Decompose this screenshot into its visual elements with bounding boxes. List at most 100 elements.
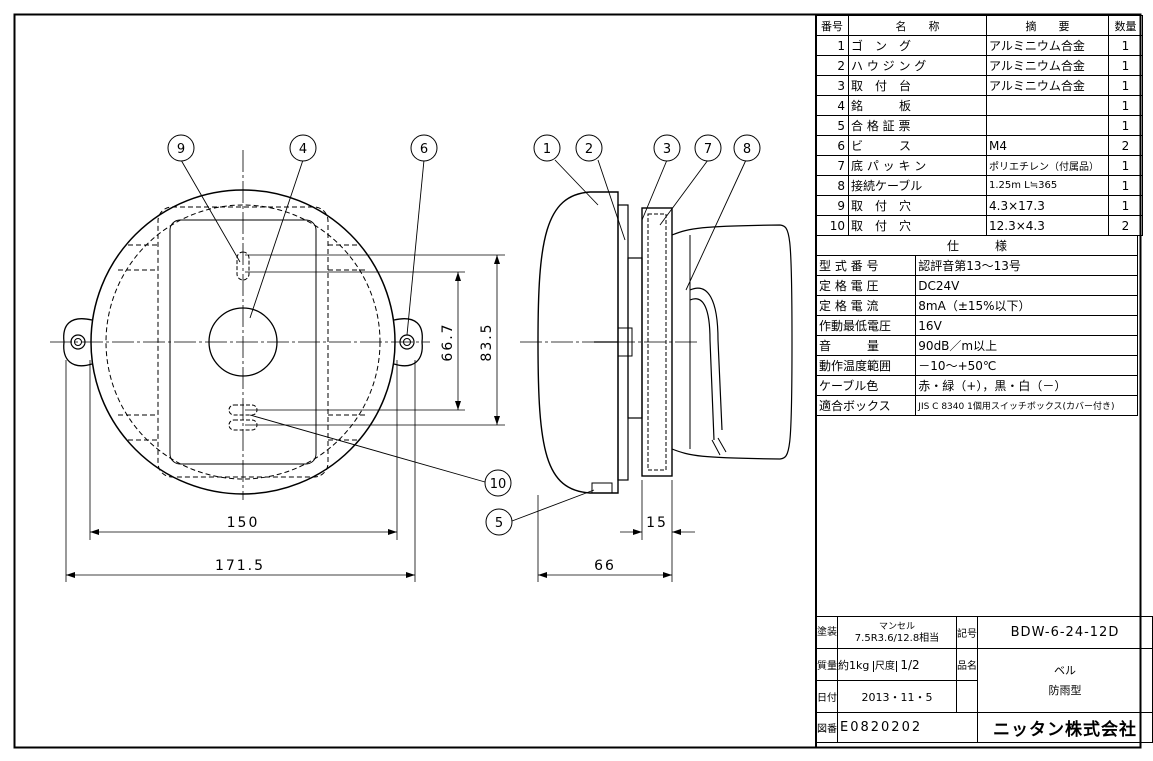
scale-label: 尺度 <box>872 660 897 672</box>
housing-side <box>617 204 629 481</box>
spec-row: 動作温度範囲－10～+50℃ <box>815 355 1138 376</box>
parts-cell-desc: 4.3×17.3 <box>986 195 1109 216</box>
spec-key: 定 格 電 圧 <box>815 275 917 296</box>
housing-hidden-outline <box>105 204 381 480</box>
header-name: 名 称 <box>848 15 987 36</box>
sheet-border <box>13 13 1142 749</box>
nameplate-outline <box>169 219 317 465</box>
header-no: 番号 <box>816 15 849 36</box>
leader-5 <box>511 489 595 522</box>
model-number: BDW-6-24-12D <box>977 616 1153 649</box>
parts-cell-no: 10 <box>816 215 849 236</box>
spec-title: 仕 様 <box>816 235 1138 256</box>
parts-cell-desc: M4 <box>986 135 1109 156</box>
parts-cell-no: 2 <box>816 55 849 76</box>
product-name: ベル <box>1054 663 1076 677</box>
parts-header-row: 番号 名 称 摘 要 数量 <box>816 15 1143 36</box>
balloon-10: 10 <box>484 469 512 497</box>
date-label: 日付 <box>816 680 838 713</box>
spec-value: DC24V <box>915 275 1138 296</box>
parts-cell-no: 5 <box>816 115 849 136</box>
header-desc: 摘 要 <box>986 15 1109 36</box>
parts-cell-name: ハ ウ ジ ン グ <box>848 55 987 76</box>
right-ear <box>393 318 423 367</box>
svg-text:3: 3 <box>663 142 671 157</box>
svg-text:9: 9 <box>177 142 185 157</box>
svg-text:4: 4 <box>299 142 307 157</box>
balloon-1: 1 <box>533 134 561 162</box>
leader-6 <box>406 159 425 336</box>
parts-cell-qty: 1 <box>1108 195 1143 216</box>
dim-150: 150 <box>227 515 260 531</box>
dim-83-5: 83.5 <box>479 322 495 361</box>
mass-value: 約1kg <box>838 658 870 672</box>
spec-value: JIS C 8340 1個用スイッチボックス(カバー付き) <box>915 395 1138 416</box>
spec-key: 音 量 <box>815 335 917 356</box>
mounting-base-side <box>641 207 673 477</box>
header-qty: 数量 <box>1108 15 1143 36</box>
svg-text:1: 1 <box>543 142 551 157</box>
date-value: 2013・11・5 <box>837 680 957 713</box>
spec-row: 型 式 番 号認評音第13～13号 <box>815 255 1138 276</box>
parts-cell-name: ビ ス <box>848 135 987 156</box>
label-tag-5 <box>591 482 613 494</box>
spec-key: 適合ボックス <box>815 395 917 416</box>
parts-cell-qty: 1 <box>1108 155 1143 176</box>
balloon-4: 4 <box>289 134 317 162</box>
gong-outline <box>90 189 396 495</box>
gong-side <box>537 191 619 494</box>
paint-label: 塗装 <box>816 616 838 649</box>
drawing-number: E0820202 <box>837 712 978 743</box>
parts-cell-desc: アルミニウム合金 <box>986 75 1109 96</box>
balloons: 9 4 6 1 2 3 7 8 10 5 <box>167 134 761 536</box>
balloon-8: 8 <box>733 134 761 162</box>
front-view <box>50 150 505 582</box>
balloon-2: 2 <box>575 134 603 162</box>
balloon-7: 7 <box>694 134 722 162</box>
product-type: 防雨型 <box>1048 683 1082 697</box>
side-view <box>511 159 793 582</box>
parts-cell-qty: 1 <box>1108 75 1143 96</box>
svg-text:8: 8 <box>743 142 751 157</box>
spec-key: 作動最低電圧 <box>815 315 917 336</box>
leader-1 <box>554 159 599 206</box>
mass-label: 質量 <box>816 648 838 681</box>
balloon-9: 9 <box>167 134 195 162</box>
paint-value: 7.5R3.6/12.8相当 <box>854 632 940 644</box>
parts-cell-name: 銘 板 <box>848 95 987 116</box>
parts-cell-no: 1 <box>816 35 849 56</box>
parts-cell-qty: 1 <box>1108 95 1143 116</box>
parts-cell-desc: 1.25m L≒365 <box>986 175 1109 196</box>
parts-cell-no: 4 <box>816 95 849 116</box>
leader-2 <box>597 159 626 241</box>
symbol-label: 記号 <box>956 616 978 649</box>
leader-7 <box>659 159 709 226</box>
spec-value: 8mA（±15%以下） <box>915 295 1138 316</box>
parts-cell-desc <box>986 95 1109 116</box>
title-block: 塗装 マンセル 7.5R3.6/12.8相当 記号 BDW-6-24-12D 質… <box>816 616 1153 743</box>
leader-8 <box>685 159 747 291</box>
base-hidden-outline <box>157 206 329 478</box>
leader-10 <box>249 414 486 483</box>
parts-cell-qty: 2 <box>1108 215 1143 236</box>
spec-value: 認評音第13～13号 <box>915 255 1138 276</box>
parts-cell-no: 6 <box>816 135 849 156</box>
spec-value: 赤・緑（+），黒・白（－） <box>915 375 1138 396</box>
parts-cell-qty: 1 <box>1108 115 1143 136</box>
parts-cell-name: ゴ ン グ <box>848 35 987 56</box>
balloon-3: 3 <box>653 134 681 162</box>
parts-cell-desc: 12.3×4.3 <box>986 215 1109 236</box>
spec-value: 16V <box>915 315 1138 336</box>
